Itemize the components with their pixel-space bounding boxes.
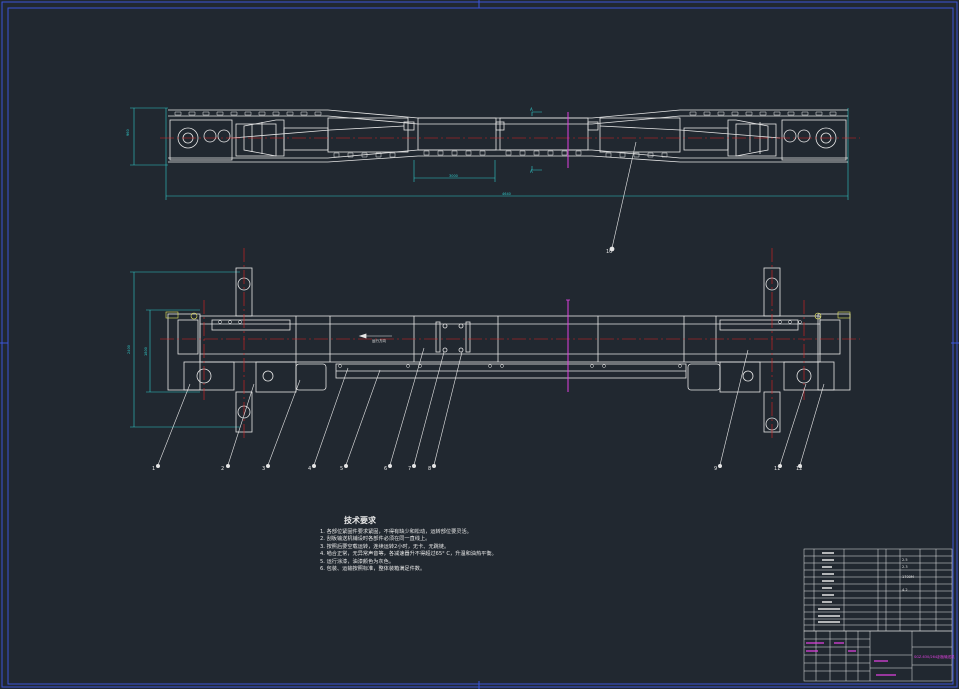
- dim-segment: 3000: [449, 174, 458, 178]
- param-value-1: 2.5: [902, 558, 908, 562]
- parts-list: [803, 548, 953, 632]
- technical-requirements: 技术要求 1. 各部位紧固件要求紧固，不得有缺少和松动，运转部位要灵活。 2. …: [320, 515, 620, 573]
- sheet-inner-border: [7, 7, 954, 685]
- balloon-12: 12: [796, 466, 802, 472]
- balloon-3: 3: [262, 466, 265, 472]
- direction-tag: 运行方向: [372, 338, 386, 343]
- dim-height-front: 960: [126, 129, 130, 136]
- tech-requirements-title: 技术要求: [344, 516, 376, 525]
- section-label-lower: A: [530, 169, 533, 174]
- param-value-3: 1700M: [902, 575, 914, 579]
- dim-inner-width: 1800: [144, 347, 148, 356]
- title-block: [803, 630, 953, 682]
- balloon-11: 11: [774, 466, 780, 472]
- balloon-10: 10: [606, 249, 612, 255]
- front-view: [130, 107, 860, 252]
- balloon-7: 7: [408, 466, 411, 472]
- balloon-1: 1: [152, 466, 155, 472]
- balloon-5: 5: [340, 466, 343, 472]
- balloon-9: 9: [714, 466, 717, 472]
- section-label-upper: A: [530, 107, 533, 112]
- param-value-2: 2.3: [902, 565, 908, 569]
- tech-requirement-3: 3. 按照后要空载运转，连续运转2小时，无卡、无跳链。: [320, 543, 450, 550]
- balloon-6: 6: [384, 466, 387, 472]
- balloon-8: 8: [428, 466, 431, 472]
- tech-requirement-1: 1. 各部位紧固件要求紧固，不得有缺少和松动，运转部位要灵活。: [320, 529, 472, 535]
- tech-requirement-2: 2. 刮板输送机铺设时各部件必须在同一直线上。: [320, 536, 431, 543]
- plan-view: [130, 248, 860, 468]
- dim-outer-width: 2400: [127, 345, 131, 354]
- tech-requirement-4: 4. 啮合正常，无异常声音等，各减速器升不得超过65° C，升温和油热平衡。: [320, 551, 497, 558]
- tech-requirement-6: 6. 包装、运输按照标准，整体装箱满足件数。: [320, 566, 426, 573]
- param-value-4: 4.2: [902, 588, 908, 592]
- balloon-2: 2: [221, 466, 224, 472]
- balloon-4: 4: [308, 466, 311, 472]
- tech-requirement-5: 5. 运行涂漆，油漆颜色为灰色。: [320, 558, 395, 565]
- drawing-name: SGZ-630/264刮板输送机: [914, 654, 955, 659]
- dim-overall: 4640: [502, 192, 511, 196]
